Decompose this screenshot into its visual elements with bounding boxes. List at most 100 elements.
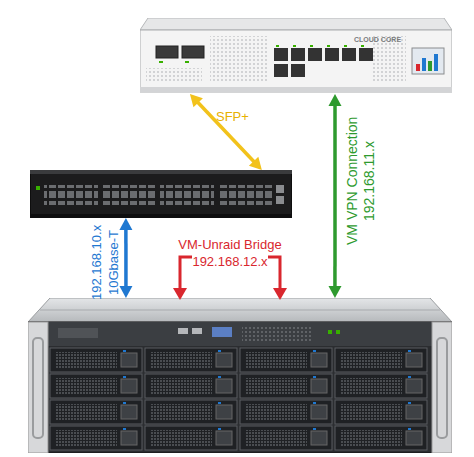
router-chassis bbox=[140, 18, 452, 30]
sfp-port bbox=[156, 46, 178, 58]
drive-bay bbox=[335, 374, 427, 398]
sfp-port bbox=[182, 46, 204, 58]
bridge-bracket bbox=[180, 257, 192, 290]
drive-bay bbox=[50, 426, 142, 450]
server-front bbox=[58, 328, 98, 338]
switch-port bbox=[276, 196, 284, 204]
lcd-screen bbox=[416, 64, 420, 71]
arrowhead bbox=[249, 157, 262, 170]
router-chassis bbox=[140, 87, 452, 92]
drive-bay bbox=[50, 400, 142, 424]
drive-bay bbox=[335, 426, 427, 450]
router-chassis bbox=[140, 18, 452, 92]
ethernet-port bbox=[293, 45, 296, 47]
router-chassis bbox=[140, 30, 452, 92]
switch-chassis bbox=[30, 214, 292, 218]
ethernet-port bbox=[308, 48, 322, 61]
connection-label: VM VPN Connection 192.168.11.x bbox=[344, 96, 380, 266]
server-front bbox=[28, 322, 452, 453]
router-illustration bbox=[140, 18, 452, 94]
switch-port bbox=[218, 185, 272, 205]
drive-bay bbox=[145, 426, 237, 450]
lcd-screen bbox=[428, 61, 432, 71]
vent-grille bbox=[146, 68, 202, 82]
arrowhead bbox=[328, 286, 341, 298]
connector-arrow bbox=[328, 94, 341, 298]
server-illustration bbox=[28, 298, 452, 453]
ethernet-port bbox=[291, 48, 305, 61]
ethernet-port bbox=[325, 48, 339, 61]
ethernet-port bbox=[344, 45, 347, 47]
drive-bay bbox=[145, 400, 237, 424]
server-lid bbox=[28, 298, 452, 322]
lcd-screen bbox=[412, 48, 444, 74]
connector-line bbox=[124, 228, 128, 288]
server-front bbox=[192, 328, 202, 334]
ethernet-port bbox=[310, 45, 313, 47]
connector-arrow bbox=[190, 94, 262, 170]
connection-label: SFP+ bbox=[216, 108, 266, 125]
drive-bay bbox=[145, 348, 237, 372]
sfp-port bbox=[156, 46, 204, 63]
drive-bay bbox=[50, 374, 142, 398]
drive-bay bbox=[240, 400, 332, 424]
rack-ear bbox=[437, 338, 447, 438]
drive-bay bbox=[240, 426, 332, 450]
switch-chassis bbox=[30, 170, 292, 174]
server-lid bbox=[40, 310, 440, 311]
switch-chassis bbox=[30, 170, 292, 218]
server-front bbox=[242, 326, 312, 342]
arrowhead bbox=[119, 286, 132, 298]
sfp-port bbox=[159, 61, 163, 63]
arrowhead bbox=[190, 94, 203, 107]
switch-port bbox=[36, 186, 40, 190]
switch-port bbox=[44, 185, 98, 205]
drive-bay bbox=[145, 374, 237, 398]
ethernet-port bbox=[327, 45, 330, 47]
server-front bbox=[48, 322, 432, 346]
drive-bay bbox=[335, 348, 427, 372]
server-front bbox=[28, 322, 452, 453]
switch-port bbox=[36, 185, 284, 205]
server-front bbox=[178, 328, 188, 334]
bridge-bracket bbox=[268, 257, 280, 290]
rack-ear bbox=[28, 322, 48, 453]
lcd-screen bbox=[422, 58, 426, 71]
server-front bbox=[328, 330, 332, 334]
switch-chassis bbox=[30, 170, 292, 218]
lcd-screen bbox=[434, 54, 438, 71]
connector-line bbox=[333, 104, 337, 288]
switch-port bbox=[160, 185, 214, 205]
ethernet-port bbox=[342, 48, 356, 61]
server-device bbox=[28, 298, 452, 453]
vent-grille bbox=[146, 36, 406, 82]
arrowhead bbox=[328, 94, 341, 106]
connection-label: 192.168.10.x 10Gbase-T bbox=[88, 214, 122, 310]
server-front bbox=[212, 327, 232, 337]
bridge-label: VM-Unraid Bridge 192.168.12.x bbox=[172, 236, 288, 270]
server-lid bbox=[28, 298, 452, 322]
ethernet-port bbox=[359, 48, 373, 61]
ethernet-port bbox=[274, 48, 288, 61]
switch-port bbox=[276, 185, 284, 193]
rack-ear bbox=[28, 322, 452, 453]
ethernet-port bbox=[274, 64, 288, 77]
switch-port bbox=[102, 185, 156, 205]
router-device: CLOUD CORE bbox=[140, 18, 452, 94]
rack-ear bbox=[432, 322, 452, 453]
sfp-port bbox=[185, 61, 189, 63]
switch-device bbox=[30, 170, 292, 218]
rack-ear bbox=[33, 338, 43, 438]
ethernet-port bbox=[274, 45, 373, 77]
drive-bay bbox=[240, 374, 332, 398]
drive-bay bbox=[335, 400, 427, 424]
vent-grille bbox=[210, 36, 268, 82]
ethernet-port bbox=[361, 45, 364, 47]
server-front bbox=[336, 330, 340, 334]
drive-bay bbox=[240, 348, 332, 372]
ethernet-port bbox=[291, 64, 305, 77]
switch-illustration bbox=[30, 170, 292, 218]
ethernet-port bbox=[276, 45, 279, 47]
